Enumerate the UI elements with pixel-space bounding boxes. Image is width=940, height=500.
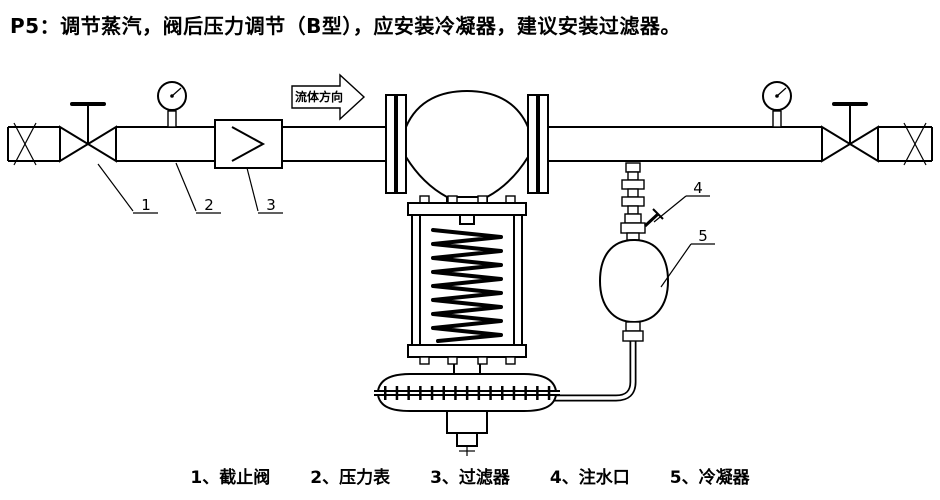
water-injection-port	[643, 208, 664, 228]
drain-fitting	[456, 432, 478, 447]
pressure-gauge-right	[762, 81, 792, 128]
diaphragm-lower-case	[376, 394, 558, 412]
page-title: P5：调节蒸汽，阀后压力调节（B型），应安装冷凝器，建议安装过滤器。	[10, 14, 681, 38]
pipe-flange	[527, 94, 538, 194]
stop-valve-left	[59, 102, 117, 163]
callout-number-5: 5	[698, 227, 708, 245]
fitting-stack	[621, 162, 645, 224]
condenser-vessel	[598, 238, 670, 324]
stop-valve-right	[821, 102, 879, 163]
callout-number-4: 4	[693, 179, 703, 197]
legend-item-injection-port: 4、注水口	[549, 468, 630, 488]
pipe-break-right	[903, 122, 927, 166]
yoke-column-right	[513, 214, 523, 346]
injection-tee	[620, 222, 646, 234]
adjusting-stem	[459, 214, 475, 225]
pipe-break-left	[13, 122, 37, 166]
gauge-needle	[776, 87, 787, 97]
pipe-flange	[396, 94, 407, 194]
spring-coil	[431, 228, 503, 343]
flow-direction-arrow: 流体方向	[291, 73, 366, 121]
legend-item-stop-valve: 1、截止阀	[190, 468, 271, 488]
callout-number-2: 2	[204, 196, 214, 214]
callout-leaders: 1 2 3 4 5	[97, 162, 715, 288]
flow-direction-label: 流体方向	[295, 89, 343, 104]
legend-item-filter: 3、过滤器	[430, 468, 510, 488]
control-valve-body	[385, 89, 549, 203]
diaphragm-lower-box	[446, 410, 488, 434]
yoke-column-left	[411, 214, 421, 346]
condensate-tube	[550, 341, 637, 402]
filter-symbol	[231, 126, 266, 162]
bottom-plate-bolts	[419, 356, 516, 365]
diaphragm-upper-case	[376, 373, 558, 392]
condenser-assembly	[598, 162, 670, 342]
filter	[214, 119, 283, 169]
callout-number-1: 1	[141, 196, 151, 214]
actuator-top-plate	[407, 202, 527, 216]
legend-item-condenser: 5、冷凝器	[669, 468, 750, 488]
pipe-flange	[538, 94, 549, 194]
diaphragm-actuator	[374, 373, 560, 456]
spring-actuator	[407, 195, 527, 374]
callout-number-3: 3	[266, 196, 276, 214]
pressure-gauge-left	[157, 81, 187, 128]
gauge-needle	[171, 87, 182, 97]
actuator-bottom-plate	[407, 344, 527, 358]
pipe-flange	[385, 94, 396, 194]
legend: 1、截止阀 2、压力表 3、过滤器 4、注水口 5、冷凝器	[0, 463, 940, 488]
legend-item-pressure-gauge: 2、压力表	[310, 468, 391, 488]
